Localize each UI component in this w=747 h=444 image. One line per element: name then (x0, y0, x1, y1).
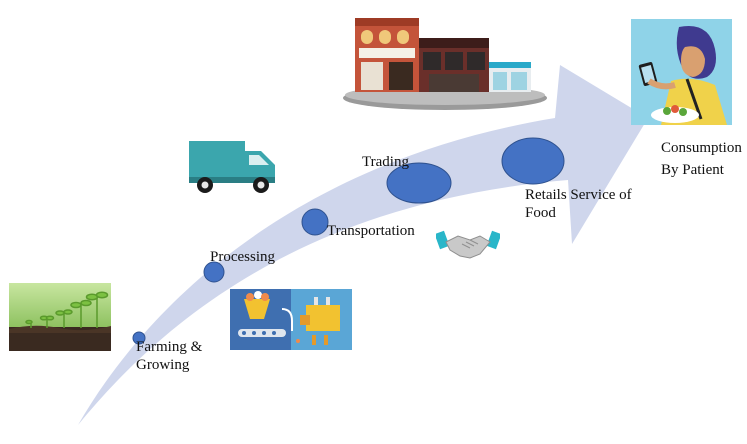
storefronts-illustration (343, 16, 548, 110)
label-consumption: Consumption By Patient (661, 140, 742, 178)
handshake-icon (436, 226, 500, 262)
label-processing: Processing (210, 249, 275, 265)
seedling-photo (9, 283, 111, 351)
label-farming-growing: Farming & Growing (136, 339, 203, 373)
delivery-truck-icon (187, 139, 281, 195)
label-transportation: Transportation (327, 223, 415, 239)
node-processing (203, 261, 225, 283)
node-retail (501, 137, 565, 185)
food-factory-illustration (230, 289, 352, 350)
patient-eating-illustration (631, 19, 732, 125)
node-transportation (301, 208, 329, 236)
label-retail-service: Retails Service of Food (525, 187, 632, 221)
node-farming (132, 331, 146, 345)
node-trading (386, 162, 452, 204)
label-trading: Trading (362, 154, 409, 170)
